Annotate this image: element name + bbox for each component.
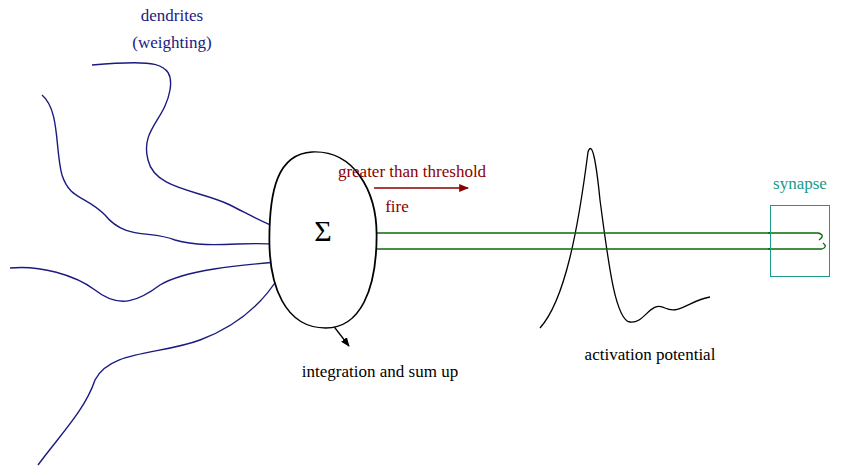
synapse-box: synapse	[770, 205, 830, 277]
synapse-label: synapse	[773, 174, 827, 194]
dendrite-line	[42, 95, 278, 245]
potential-label: activation potential	[540, 345, 760, 365]
threshold-label: greater than threshold	[312, 162, 512, 182]
dendrite-label: dendrites (weighting)	[116, 2, 228, 56]
dendrite-lines	[10, 63, 280, 465]
spike-curve	[540, 149, 710, 328]
axon-end	[768, 243, 825, 249]
fire-arrow	[374, 187, 468, 188]
process-label: integration and sum up	[250, 362, 510, 382]
sum-symbol: Σ	[268, 214, 378, 248]
dendrite-line	[10, 262, 278, 301]
axon-terminal	[768, 233, 825, 249]
axon-line	[376, 232, 770, 233]
axon-end	[768, 233, 822, 240]
dendrite-line	[92, 63, 278, 228]
axon-connector	[376, 233, 770, 249]
dendrite-line	[38, 275, 280, 465]
axon-line	[376, 248, 770, 249]
fire-label: fire	[367, 197, 427, 217]
